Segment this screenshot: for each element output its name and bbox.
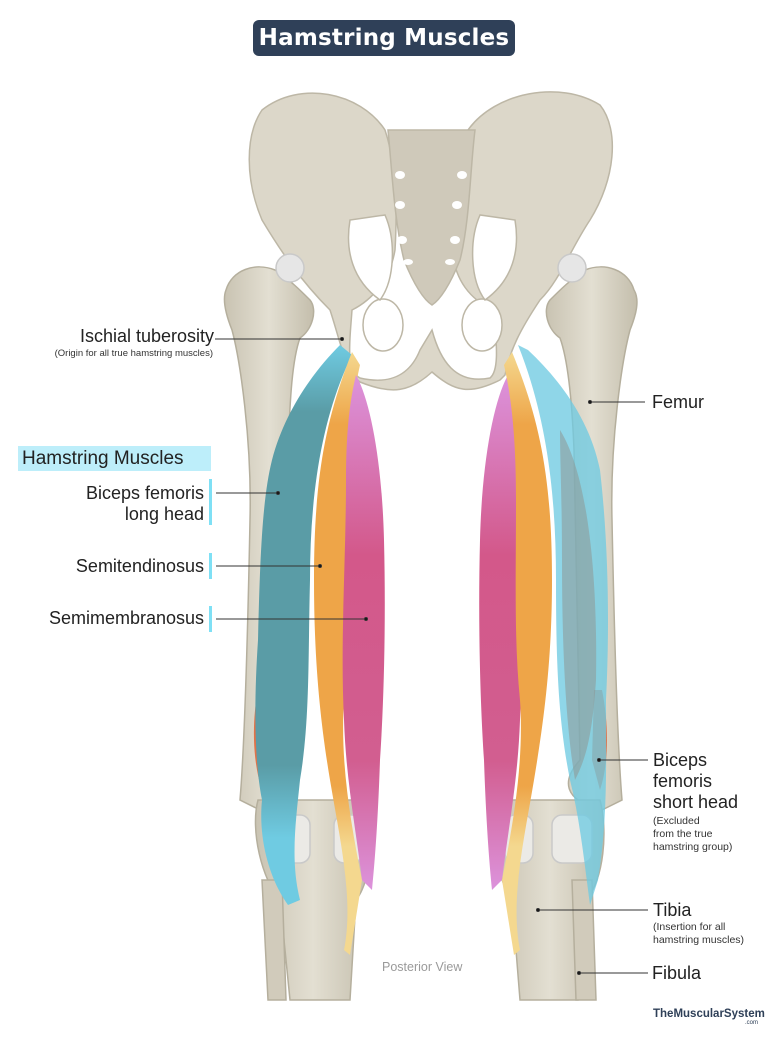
page-title: Hamstring Muscles (253, 20, 515, 56)
label-ischial-tuberosity: Ischial tuberosity (79, 326, 214, 346)
label-tibia: Tibia (653, 900, 692, 920)
bracket-semitendinosus (209, 553, 212, 579)
right-thigh-muscles (479, 345, 608, 955)
label-ischial-tuberosity-note: (Origin for all true hamstring muscles) (54, 348, 213, 359)
bracket-semimembranosus (209, 606, 212, 632)
label-biceps-short-head-note1: (Excluded (653, 815, 700, 827)
brand-suffix: .com (745, 1020, 759, 1026)
label-semitendinosus: Semitendinosus (75, 556, 204, 576)
label-tibia-note2: hamstring muscles) (653, 934, 745, 946)
label-fibula: Fibula (652, 963, 702, 983)
label-femur: Femur (652, 392, 705, 412)
label-tibia-note1: (Insertion for all (653, 921, 726, 933)
label-biceps-femoris-long-head-line1: Biceps femoris (85, 483, 204, 503)
label-biceps-short-head-line2: femoris (653, 771, 713, 791)
view-caption: Posterior View (382, 960, 463, 974)
label-biceps-short-head-note3: hamstring group) (653, 841, 733, 853)
leader-lines (215, 337, 648, 975)
hamstring-group-heading: Hamstring Muscles (18, 446, 211, 471)
semitendinosus-left (314, 352, 362, 955)
biceps-femoris-left (255, 345, 352, 905)
bracket-biceps-femoris (209, 479, 212, 525)
semitendinosus-right (502, 352, 552, 955)
semimembranosus-right (479, 375, 522, 890)
brand-logo: TheMuscularSystem (653, 1008, 765, 1020)
label-biceps-short-head-line3: short head (653, 792, 739, 812)
semimembranosus-left (342, 375, 385, 890)
label-semimembranosus: Semimembranosus (48, 608, 204, 628)
left-thigh-muscles (253, 345, 385, 955)
pelvis (248, 91, 614, 391)
label-biceps-short-head-note2: from the true (653, 828, 713, 840)
label-biceps-femoris-long-head-line2: long head (124, 504, 204, 524)
label-biceps-short-head-line1: Biceps (653, 750, 708, 770)
